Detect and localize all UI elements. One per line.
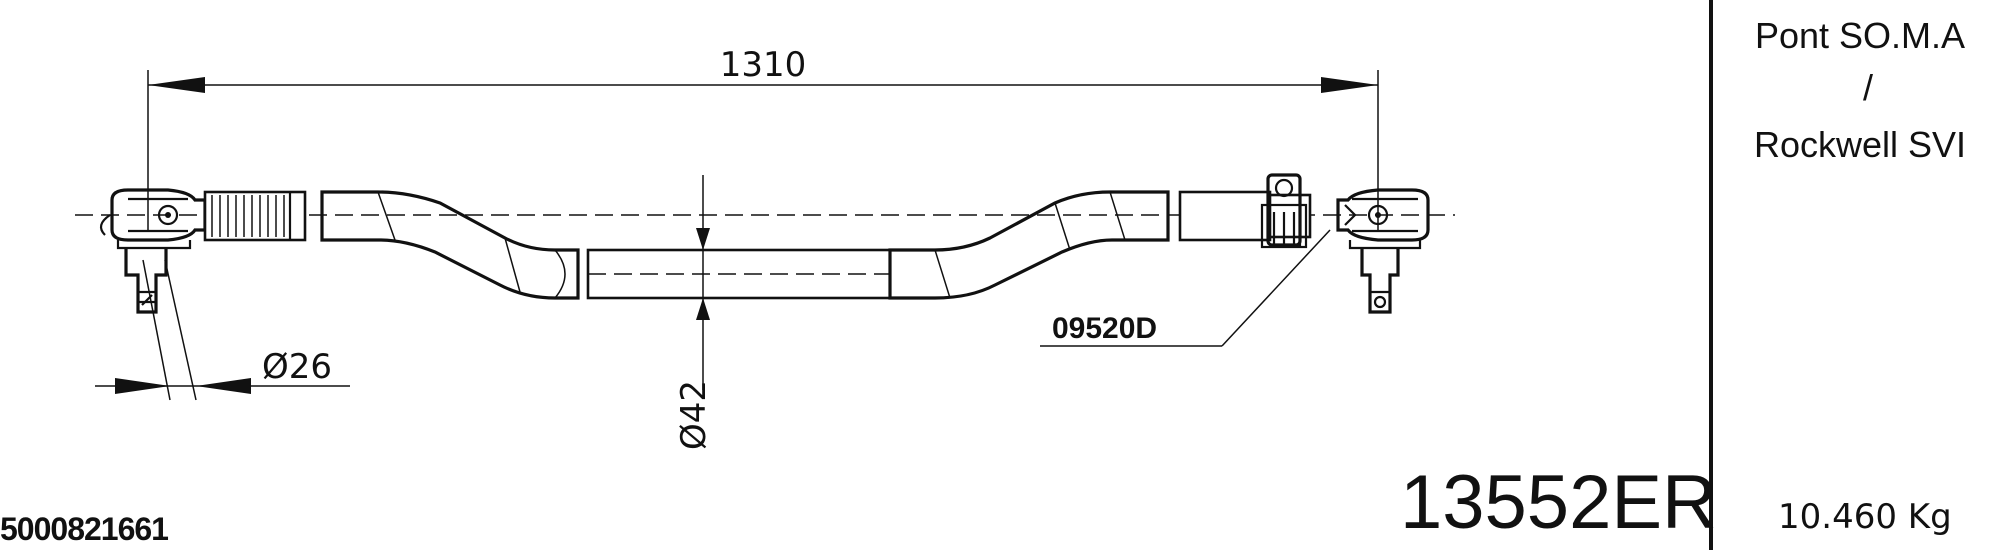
clamp-reference-label: 09520D <box>1052 312 1157 345</box>
weight: 10.460 Kg <box>1778 497 1952 537</box>
length-dimension-label: 1310 <box>720 45 807 85</box>
application-block: Pont SO.M.A / Rockwell SVI <box>1754 15 1966 165</box>
tube-middle-segment <box>586 248 892 300</box>
tube-diameter-dimension: Ø42 <box>674 175 714 450</box>
tube-right-segment <box>888 190 1170 300</box>
tube-diameter-label: Ø42 <box>674 380 714 450</box>
left-ball-joint <box>99 188 207 314</box>
clamp <box>1260 173 1308 249</box>
length-dimension: 1310 <box>147 45 1379 230</box>
part-number: 13552ER <box>1400 460 1717 545</box>
application-line-2: / <box>1863 67 1873 108</box>
right-sleeve <box>1178 190 1312 242</box>
ball-pin-diameter-dimension: Ø26 <box>95 259 350 401</box>
right-ball-joint <box>1336 188 1430 314</box>
ball-pin-diameter-label: Ø26 <box>262 347 332 387</box>
application-line-3: Rockwell SVI <box>1754 124 1966 165</box>
tube-left-segment <box>320 190 580 300</box>
clamp-reference: 09520D <box>1040 229 1331 347</box>
oem-number: 5000821661 <box>0 511 168 547</box>
application-line-1: Pont SO.M.A <box>1755 15 1965 56</box>
left-threaded-end <box>203 190 307 242</box>
